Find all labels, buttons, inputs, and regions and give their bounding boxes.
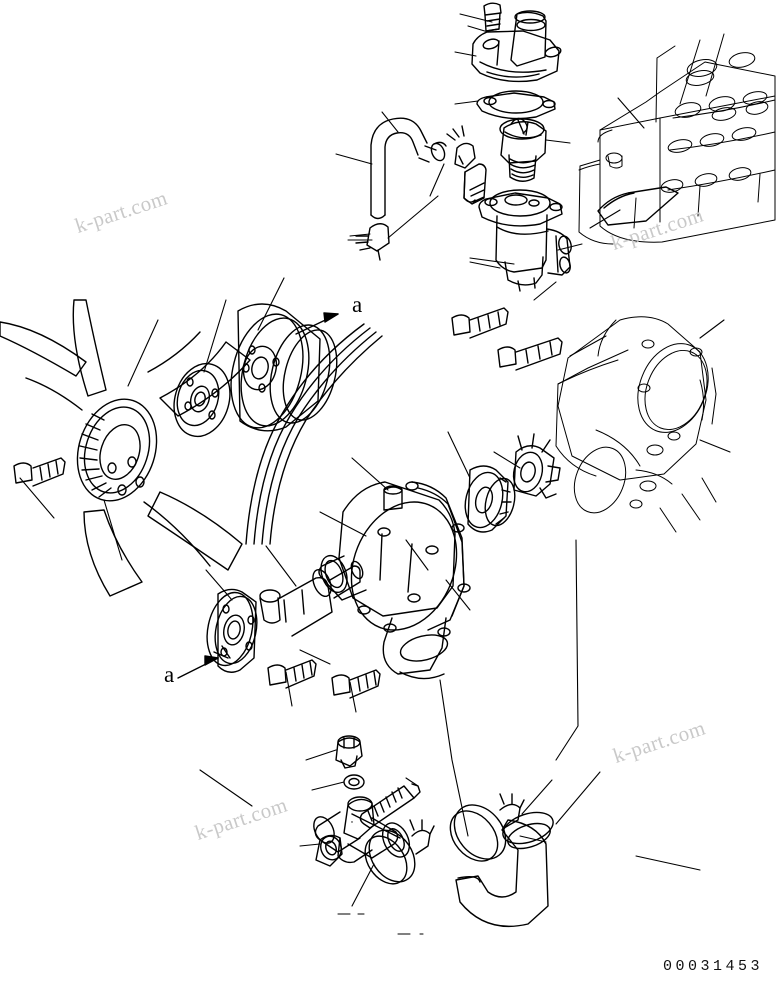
- water-outlet-gasket: [597, 186, 679, 226]
- thermostat-housing-cover: [471, 10, 562, 83]
- timing-gear-cover: [555, 316, 717, 533]
- section-callout-a-top: a: [352, 292, 363, 317]
- v-belt: [245, 323, 383, 545]
- bypass-pipe: [463, 163, 487, 205]
- callout-arrow-bottom: [177, 645, 231, 679]
- water-inlet-connector: [313, 796, 411, 864]
- crankshaft-pulley: [230, 303, 338, 432]
- leader-lines: [19, 13, 731, 935]
- pump-mounting-bolt-long: [451, 307, 509, 339]
- connector-nut: [315, 834, 343, 867]
- housing-cover-bolt: [483, 2, 502, 32]
- hose-clamp-small: [446, 125, 476, 169]
- pump-gasket: [405, 481, 471, 637]
- thermostat: [499, 117, 547, 182]
- drain-plug: [335, 735, 363, 769]
- hose-clamp-lower: [355, 223, 390, 261]
- water-inlet-hose: [455, 811, 554, 928]
- connector-stud: [359, 783, 421, 829]
- bypass-hose: [370, 117, 437, 220]
- pump-seal: [512, 433, 561, 499]
- thermostat-gasket: [476, 90, 556, 120]
- plug-washer: [343, 774, 365, 790]
- pump-impeller: [464, 465, 516, 533]
- hose-clamp-upper: [430, 141, 447, 162]
- pump-bolt-lower-b: [331, 669, 381, 699]
- inlet-hose-clamp-right: [449, 793, 525, 862]
- pump-mounting-bolt-short: [497, 337, 563, 371]
- fan-mounting-bolt: [13, 457, 66, 487]
- pump-bolt-lower-a: [267, 659, 317, 689]
- section-callout-a-bottom: a: [164, 662, 175, 687]
- pump-shaft-bearing: [259, 560, 364, 637]
- water-outlet-housing: [478, 189, 572, 292]
- callout-arrow-top: [295, 312, 339, 335]
- drawing-number: 00031453: [662, 958, 763, 975]
- fan-pulley: [173, 362, 231, 438]
- cylinder-head: [578, 33, 776, 245]
